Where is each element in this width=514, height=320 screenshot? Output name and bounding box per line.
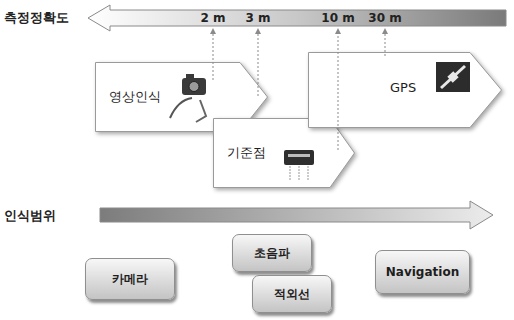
dotted-leaders [213, 31, 385, 150]
sensor-tile: 적외선 [252, 275, 332, 313]
node-label: 초음파 [254, 245, 290, 262]
node-label: 영상인식 [109, 88, 161, 106]
range-arrow [100, 201, 493, 229]
sensor-tile: Navigation [375, 250, 470, 294]
node-label: 기준점 [227, 144, 266, 162]
reference-device-icon [284, 150, 314, 180]
scale-value: 30 m [368, 11, 401, 25]
process-arrow: GPS [308, 52, 502, 128]
node-label: 카메라 [112, 271, 148, 288]
accuracy-arrow [88, 5, 506, 31]
scale-value: 3 m [245, 11, 270, 25]
satellite-icon [436, 62, 470, 92]
arrow-shape [214, 119, 355, 188]
node-label: Navigation [386, 265, 459, 279]
sensor-tile: 초음파 [232, 234, 312, 272]
node-label: 적외선 [274, 286, 310, 303]
arrow-shape [309, 53, 502, 128]
scale-value: 10 m [321, 11, 354, 25]
axis-title: 측정정확도 [4, 9, 69, 27]
axis-title: 인식범위 [4, 207, 56, 225]
sensor-tile: 카메라 [85, 258, 175, 300]
node-label: GPS [390, 80, 416, 95]
scale-value: 2 m [200, 11, 225, 25]
camera-icon [170, 74, 206, 122]
process-arrow: 기준점 [213, 118, 355, 188]
